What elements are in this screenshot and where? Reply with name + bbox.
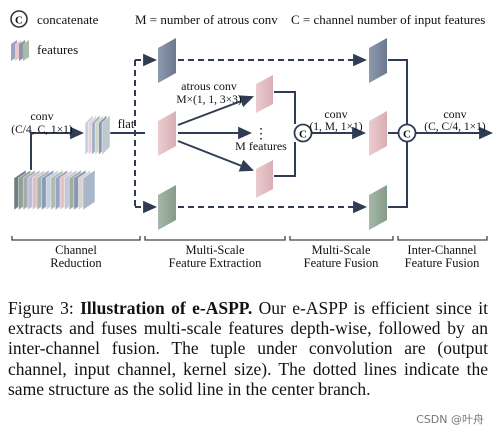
easpp-diagram: C concatenate features M = number of atr…	[10, 10, 494, 270]
legend-features-label: features	[37, 42, 78, 57]
atrous-feature-bottom	[256, 160, 273, 198]
concat-right-symbol: C	[403, 129, 411, 141]
stage-brackets	[11, 236, 488, 241]
legend-concatenate-label: concatenate	[37, 12, 99, 27]
bottom-out-to-concat	[388, 142, 408, 208]
concatenate-icon	[10, 10, 28, 28]
atrous-bottom-to-concat	[274, 142, 296, 177]
stage-4-line-1: Inter-Channel	[407, 243, 477, 257]
atrous-feature-top	[256, 75, 273, 113]
stage-1-line-2: Reduction	[50, 256, 102, 270]
stage-4-line-2: Feature Fusion	[405, 256, 480, 270]
atrous-conv-tuple: M×(1, 1, 3×3)	[176, 94, 242, 106]
legend: C concatenate features M = number of atr…	[10, 10, 485, 61]
atrous-top-to-concat	[274, 91, 296, 124]
stage-bracket-inter-channel	[397, 236, 488, 241]
csdn-watermark: CSDN @叶舟	[416, 413, 484, 426]
stage-2-line-1: Multi-Scale	[185, 243, 244, 257]
stage-bracket-feature-fusion	[289, 236, 394, 241]
conv2-tuple: (1, M, 1×1)	[309, 121, 362, 133]
atrous-conv-title: atrous conv	[181, 79, 237, 93]
legend-concat-symbol: C	[15, 15, 23, 27]
stage-3-line-2: Feature Fusion	[304, 256, 379, 270]
caption-body: Our e-ASPP is efficient since it extract…	[8, 298, 488, 399]
input-feature-slab	[82, 169, 96, 211]
feature-blocks	[158, 38, 387, 230]
flat-label: flat	[118, 117, 135, 131]
stage-2-line-2: Feature Extraction	[169, 256, 262, 270]
top-out-to-concat	[388, 59, 408, 124]
stage-bracket-channel-reduction	[11, 236, 141, 241]
feature-block-bottom-branch	[158, 185, 176, 230]
atrous-arrow-down	[177, 140, 254, 172]
conv1-feature-slab	[101, 114, 111, 156]
legend-m-definition: M = number of atrous conv	[135, 12, 278, 27]
m-features-dots: ⋮	[254, 127, 268, 142]
input-feature-stack	[13, 169, 96, 211]
diagram-labels: conv (C/4, C, 1×1) flat atrous conv M×(1…	[11, 79, 486, 153]
m-features-label: M features	[235, 139, 287, 153]
atrous-arrow-up	[177, 95, 254, 126]
feature-block-top-branch	[158, 38, 176, 83]
figure-caption: Figure 3: Illustration of e-ASPP. Our e-…	[8, 298, 488, 399]
fused-block-top-branch	[369, 38, 387, 83]
concat-node-mid: C	[293, 123, 313, 143]
conv2-title: conv	[324, 107, 347, 121]
feature-block-mid-branch	[158, 111, 176, 156]
conv1-title: conv	[30, 109, 53, 123]
conv1-tuple: (C/4, C, 1×1)	[11, 124, 73, 136]
conv3-title: conv	[443, 107, 466, 121]
caption-title: Illustration of e-ASPP.	[80, 298, 253, 318]
fused-block-mid-branch	[369, 111, 387, 156]
connections	[30, 53, 494, 214]
features-icon	[11, 40, 29, 61]
fused-block-bottom-branch	[369, 185, 387, 230]
concat-mid-symbol: C	[299, 129, 307, 141]
input-to-conv1-line	[30, 126, 85, 170]
stage-1-line-1: Channel	[55, 243, 97, 257]
conv3-tuple: (C, C/4, 1×1)	[424, 121, 486, 133]
legend-c-definition: C = channel number of input features	[291, 12, 485, 27]
concat-node-right: C	[397, 123, 417, 143]
conv1-output-stack	[84, 114, 111, 156]
caption-label: Figure 3:	[8, 298, 81, 318]
stage-bracket-feature-extraction	[144, 236, 286, 241]
stage-3-line-1: Multi-Scale	[311, 243, 370, 257]
stage-labels: Channel Reduction Multi-Scale Feature Ex…	[50, 243, 480, 270]
